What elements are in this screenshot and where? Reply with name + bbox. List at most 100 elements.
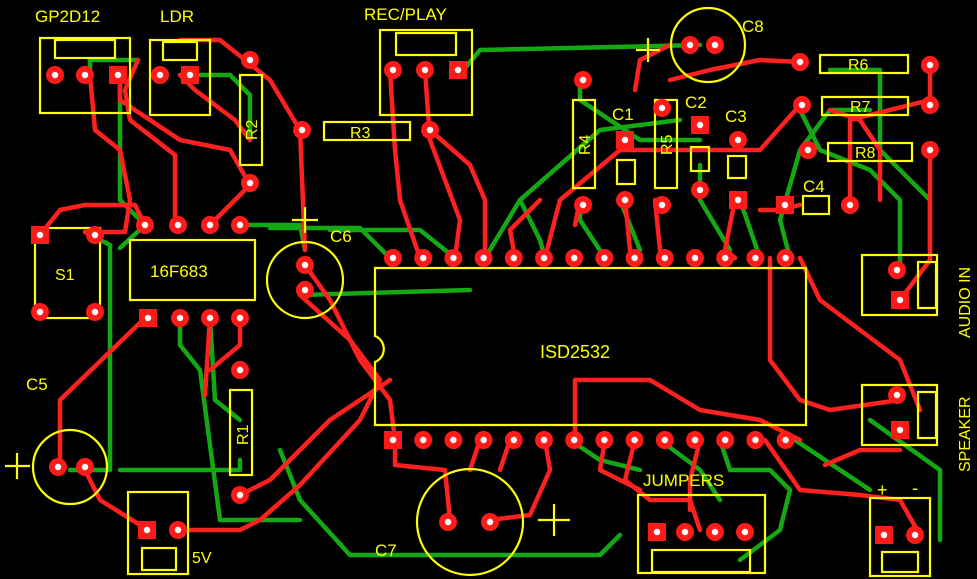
drill-hole (691, 254, 699, 262)
ldr-outline (148, 38, 212, 117)
c7-plus-mark (538, 504, 570, 536)
drill-hole (236, 366, 244, 374)
drill-hole (579, 201, 587, 209)
drill-hole (420, 254, 427, 262)
drill-hole (389, 66, 397, 74)
c3-outline (726, 154, 748, 180)
jumpers-key (650, 548, 752, 574)
label-ldr: LDR (160, 7, 194, 26)
c1-outline (615, 158, 637, 186)
label-r8: R8 (855, 145, 876, 162)
label-r3: R3 (350, 125, 371, 142)
label-c5: C5 (26, 375, 48, 394)
r4-outline (571, 98, 597, 190)
drill-hole (631, 254, 638, 262)
drill-hole (722, 436, 729, 444)
audio-in-key (916, 260, 938, 310)
label-r4: R4 (577, 134, 594, 155)
label-c3: C3 (725, 107, 747, 126)
drill-hole (711, 528, 719, 536)
drill-hole (450, 436, 457, 444)
drill-hole (480, 436, 487, 444)
drill-hole (236, 314, 244, 322)
drill-hole (236, 491, 244, 499)
gp2d12-outline (38, 36, 132, 115)
drill-hole (81, 463, 89, 471)
drill-hole (486, 518, 494, 526)
drill-hole (796, 58, 804, 66)
drill-hole (681, 528, 689, 536)
silk-labels: GP2D12 LDR REC/PLAY C8 R6 R7 R8 R2 R3 R4… (26, 5, 974, 567)
drill-hole (426, 126, 434, 134)
drill-hole (653, 528, 661, 536)
label-isd: ISD2532 (540, 342, 610, 362)
drill-hole (389, 254, 397, 262)
isd-outline (373, 266, 808, 427)
label-c4: C4 (803, 177, 825, 196)
drill-hole (846, 201, 854, 209)
drill-hole (510, 254, 517, 262)
label-c8: C8 (742, 17, 764, 36)
c5-plus-mark (5, 453, 30, 479)
drill-hole (540, 254, 548, 262)
drill-hole (301, 286, 309, 294)
label-r1: R1 (235, 424, 252, 445)
c2-outline (689, 145, 711, 173)
c6-plus-mark (292, 207, 318, 233)
drill-hole (741, 528, 749, 536)
drill-hole (298, 126, 306, 134)
drill-hole (206, 314, 214, 322)
r2-outline (238, 73, 264, 167)
label-r5: R5 (659, 134, 676, 155)
drill-hole (420, 436, 427, 444)
label-r2: R2 (244, 119, 261, 140)
drill-hole (571, 436, 578, 444)
speaker-key (916, 390, 938, 440)
drill-hole (236, 221, 244, 229)
drill-hole (450, 254, 457, 262)
drill-hole (389, 436, 397, 444)
drill-hole (880, 531, 888, 539)
label-plus: + (877, 480, 888, 500)
label-r6: R6 (848, 57, 869, 74)
drill-hole (631, 436, 638, 444)
drill-hole (141, 221, 149, 229)
drill-hole (176, 314, 184, 322)
c5-outline (31, 428, 109, 506)
drill-hole (686, 41, 694, 49)
label-r7: R7 (850, 99, 871, 116)
r3-outline (322, 120, 412, 142)
drill-hole (571, 254, 578, 262)
label-jumpers: JUMPERS (643, 471, 724, 490)
label-rec-play: REC/PLAY (364, 5, 447, 24)
c6-outline (265, 240, 345, 320)
drill-hole (579, 76, 587, 84)
c4-outline (801, 194, 831, 216)
c7-outline (415, 467, 525, 577)
drill-hole (246, 56, 254, 64)
label-c2: C2 (685, 93, 707, 112)
drill-hole (301, 261, 309, 269)
drill-hole (601, 436, 608, 444)
c8-outline (669, 6, 747, 84)
drill-hole (144, 314, 152, 322)
drill-hole (798, 101, 806, 109)
drill-hole (911, 531, 919, 539)
rec-play-key (394, 31, 458, 57)
five-v-key (140, 546, 178, 572)
drill-hole (143, 526, 151, 534)
drill-hole (51, 71, 59, 79)
drill-hole (480, 254, 487, 262)
drill-hole (696, 186, 704, 194)
drill-hole (782, 436, 789, 444)
drill-hole (421, 66, 429, 74)
r8-outline (826, 141, 914, 163)
drill-hole (661, 436, 668, 444)
r6-outline (818, 53, 910, 75)
drill-hole (36, 308, 44, 316)
r1-outline (228, 388, 254, 477)
drill-hole (752, 254, 759, 262)
drill-hole (454, 66, 462, 74)
drill-hole (804, 146, 812, 154)
